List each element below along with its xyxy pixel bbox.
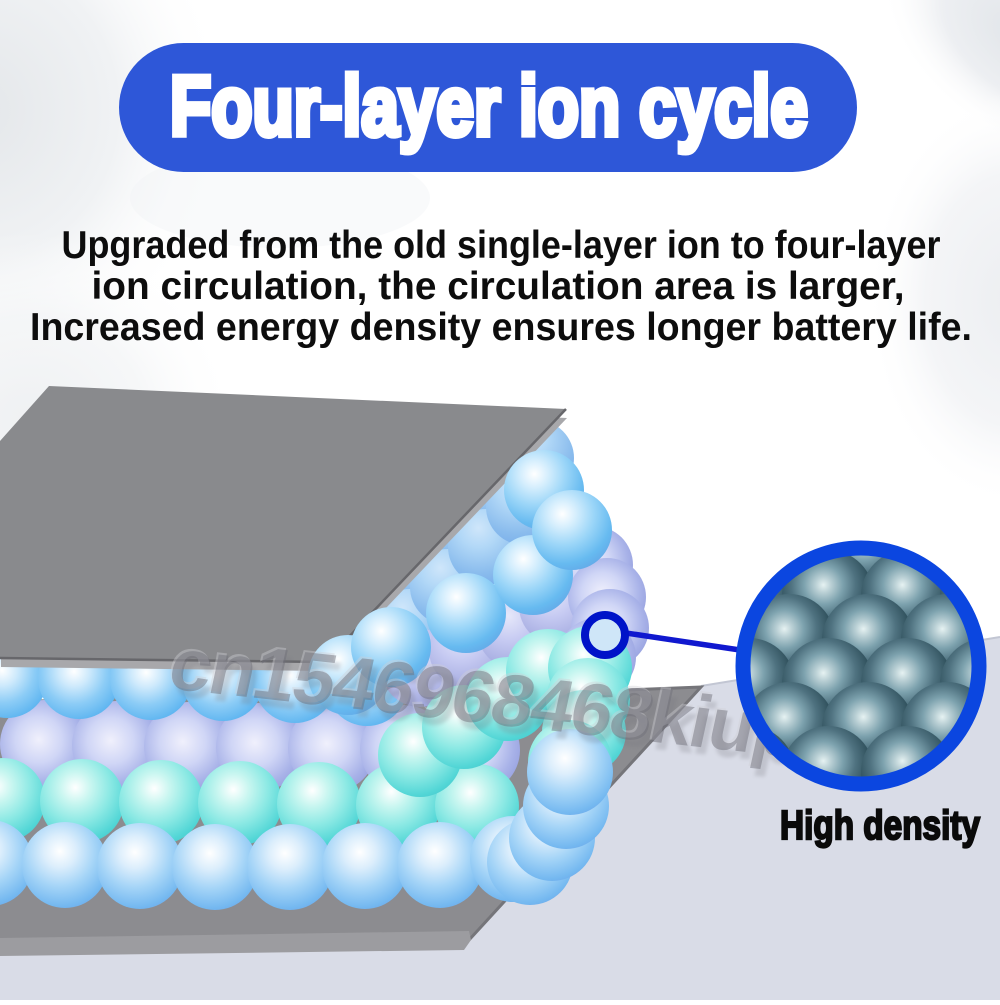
svg-text:High density: High density [780,802,980,848]
svg-text:Upgraded from the old single-l: Upgraded from the old single-layer ion t… [62,224,941,267]
svg-text:Increased energy density ensur: Increased energy density ensures longer … [30,306,972,349]
svg-text:ion circulation, the circulati: ion circulation, the circulation area is… [92,265,905,308]
svg-text:Four-layer ion cycle: Four-layer ion cycle [170,59,808,153]
